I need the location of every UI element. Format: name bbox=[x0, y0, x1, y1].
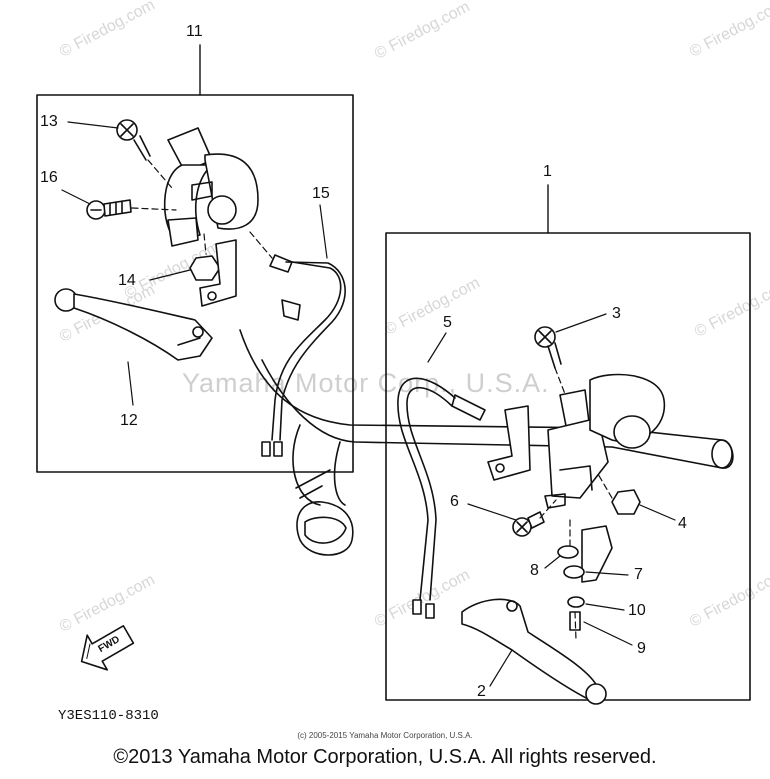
callout-9: 9 bbox=[637, 640, 646, 657]
callout-2: 2 bbox=[477, 683, 486, 700]
callout-11: 11 bbox=[186, 23, 203, 40]
callout-4: 4 bbox=[678, 515, 687, 532]
nut-4 bbox=[611, 489, 641, 515]
assembly-lines-left bbox=[131, 159, 273, 259]
screw-13 bbox=[116, 119, 151, 161]
callout-8: 8 bbox=[530, 562, 539, 579]
pivot-parts bbox=[557, 525, 613, 631]
callout-13: 13 bbox=[40, 113, 58, 130]
right-lever-box bbox=[385, 232, 751, 701]
copyright-notice: ©2013 Yamaha Motor Corporation, U.S.A. A… bbox=[113, 746, 657, 768]
nut-14 bbox=[189, 255, 221, 281]
watermark-yamaha: Yamaha Motor Corp., U.S.A. bbox=[182, 368, 550, 398]
small-copyright: (c) 2005-2015 Yamaha Motor Corporation, … bbox=[297, 731, 473, 740]
callout-12: 12 bbox=[120, 412, 138, 429]
brake-lever-holder bbox=[544, 373, 666, 509]
screw-6 bbox=[512, 511, 545, 537]
switch-cable-15 bbox=[261, 254, 346, 457]
callout-15: 15 bbox=[312, 185, 330, 202]
callout-16: 16 bbox=[40, 169, 58, 186]
left-bracket bbox=[199, 239, 237, 307]
fwd-arrow-icon bbox=[80, 625, 135, 671]
assembly-lines-right bbox=[539, 367, 613, 641]
brake-switch-cable-5 bbox=[397, 377, 486, 619]
callout-7: 7 bbox=[634, 566, 643, 583]
brake-lever-2 bbox=[461, 598, 607, 705]
right-bracket bbox=[487, 405, 531, 481]
handlebar bbox=[239, 329, 734, 556]
clutch-lever-holder bbox=[163, 127, 259, 247]
leader-lines bbox=[61, 121, 676, 687]
clutch-lever-12 bbox=[54, 288, 213, 361]
callout-1: 1 bbox=[543, 163, 552, 180]
screw-16 bbox=[86, 199, 132, 220]
screw-3 bbox=[534, 326, 562, 369]
part-code: Y3ES110-8310 bbox=[58, 708, 159, 724]
left-lever-box bbox=[36, 94, 354, 473]
callout-6: 6 bbox=[450, 493, 459, 510]
callout-3: 3 bbox=[612, 305, 621, 322]
callout-10: 10 bbox=[628, 602, 646, 619]
callout-5: 5 bbox=[443, 314, 452, 331]
callout-14: 14 bbox=[118, 272, 136, 289]
